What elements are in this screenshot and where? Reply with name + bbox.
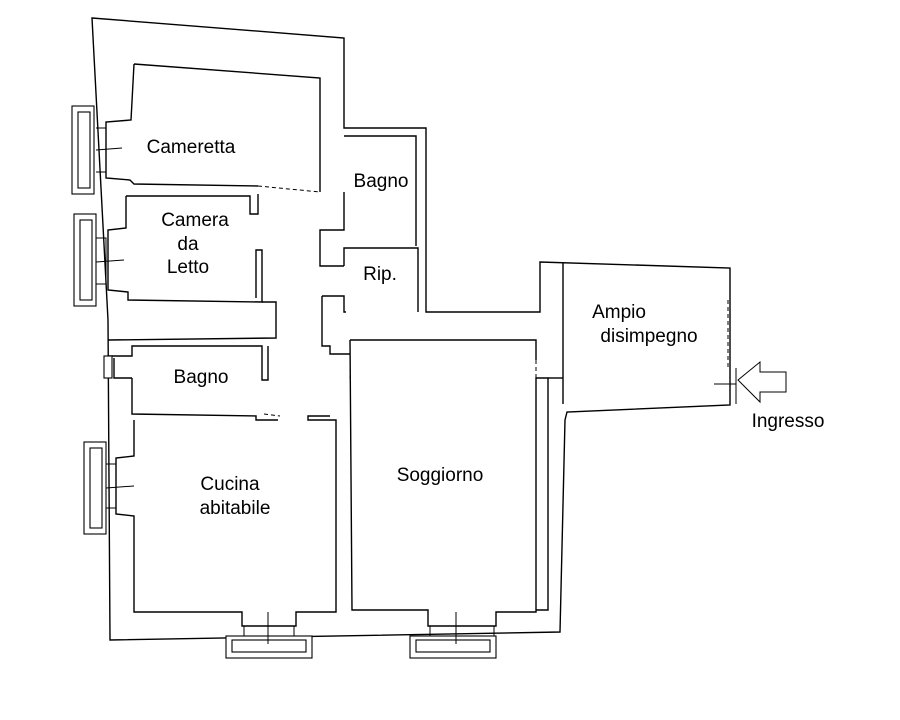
label-bagno-top: Bagno [354, 171, 409, 192]
interior-walls [105, 63, 729, 627]
label-ampio-line1: Ampio [592, 302, 646, 323]
label-cucina-line1: Cucina [200, 474, 260, 495]
window-bagno [103, 355, 113, 379]
label-camera-line2: da [177, 234, 199, 255]
left-arrow-icon [737, 360, 787, 404]
label-cameretta: Cameretta [147, 137, 236, 158]
label-ampio-line2: disimpegno [600, 326, 697, 347]
entrance [714, 360, 787, 404]
label-ripostiglio: Rip. [363, 264, 397, 285]
label-ingresso: Ingresso [752, 411, 825, 432]
label-cucina-line2: abitabile [200, 498, 271, 519]
label-camera-line3: Letto [167, 257, 209, 278]
label-bagno-left: Bagno [174, 367, 229, 388]
label-camera-line1: Camera [161, 210, 229, 231]
label-soggiorno: Soggiorno [397, 465, 484, 486]
room-labels: Cameretta Camera da Letto Bagno Rip. Amp… [147, 137, 825, 519]
windows [71, 105, 497, 659]
